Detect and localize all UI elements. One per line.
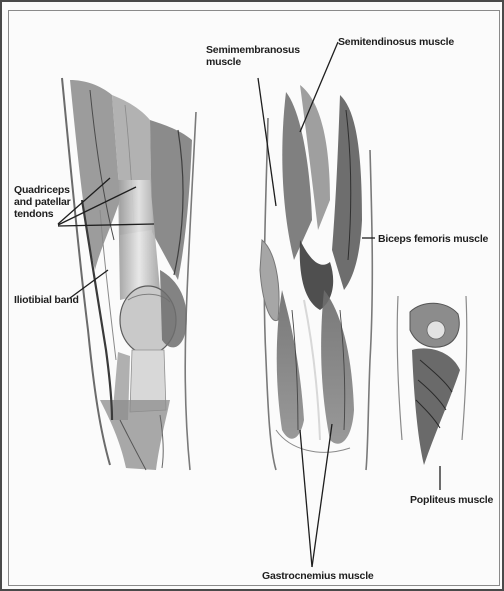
leader-gastrocnemius-2 [312, 424, 332, 567]
label-popliteus-muscle: Popliteus muscle [410, 494, 493, 506]
label-semitendinosus-muscle: Semitendinosus muscle [338, 36, 454, 48]
label-biceps-femoris-muscle: Biceps femoris muscle [378, 233, 488, 245]
label-quadriceps-patellar-tendons: Quadriceps and patellar tendons [14, 184, 71, 220]
label-semimembranosus-muscle: Semimembranosus muscle [206, 44, 300, 68]
posterior-knee-drawing [260, 85, 372, 470]
label-semimembranosus-line-2: muscle [206, 56, 300, 68]
label-iliotibial-band: Iliotibial band [14, 294, 79, 306]
label-quadriceps-line-2: and patellar [14, 196, 71, 208]
label-gastrocnemius-muscle: Gastrocnemius muscle [262, 570, 374, 582]
label-quadriceps-line-3: tendons [14, 208, 71, 220]
popliteus-drawing [397, 296, 467, 465]
leader-semimembranosus [258, 78, 276, 206]
label-quadriceps-line-1: Quadriceps [14, 184, 71, 196]
anterior-knee-drawing [62, 78, 196, 470]
label-semimembranosus-line-1: Semimembranosus [206, 44, 300, 56]
